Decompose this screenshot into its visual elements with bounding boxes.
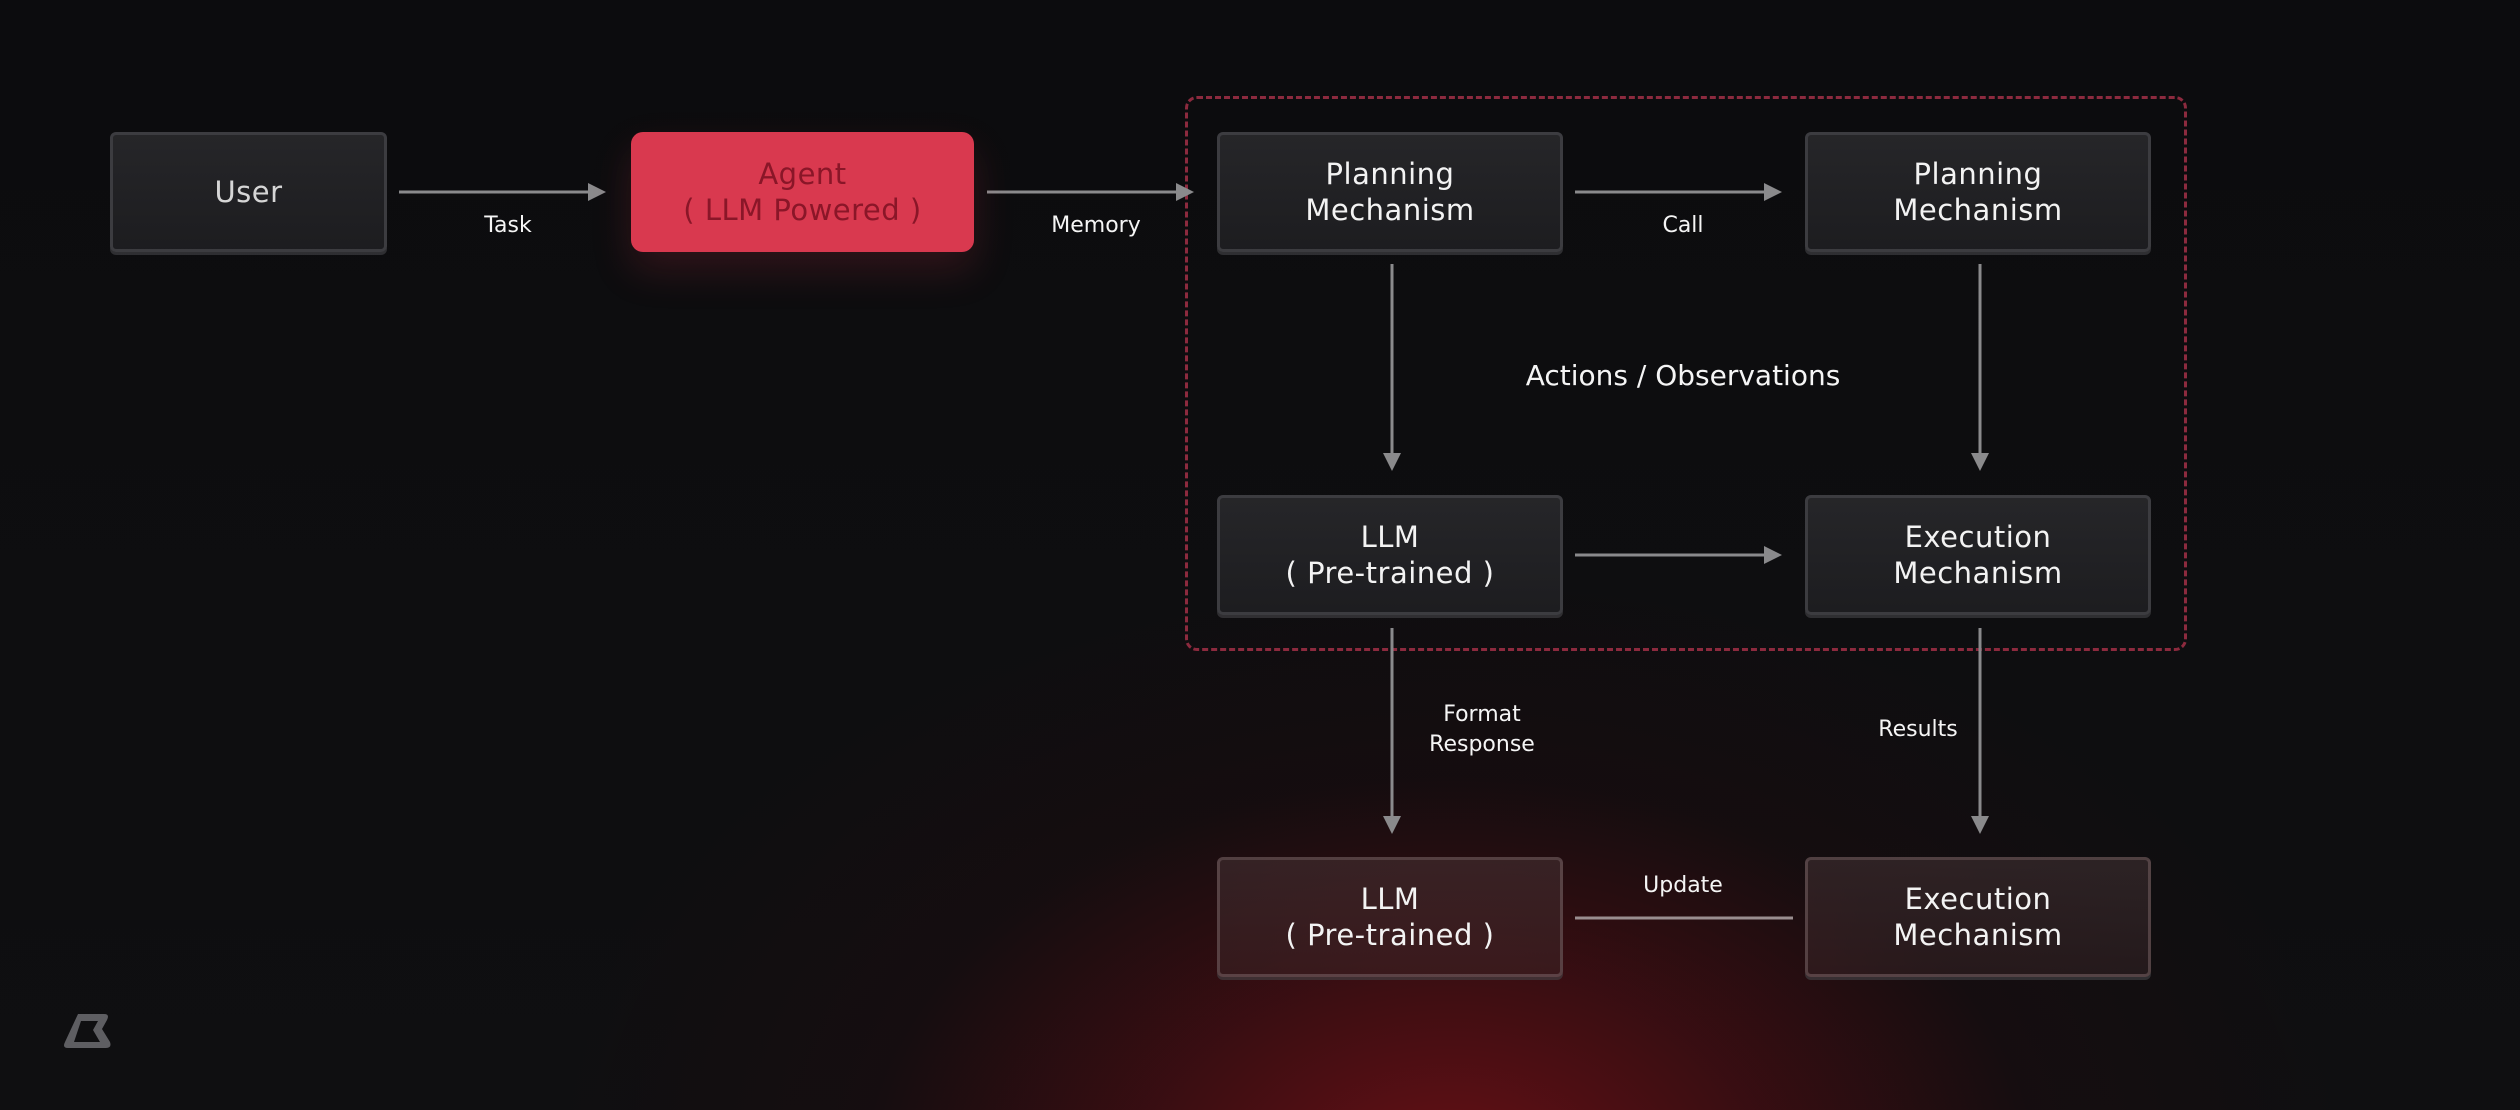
node-label-line-1: Execution bbox=[1904, 520, 2052, 554]
node-label-line-2: ( Pre-trained ) bbox=[1285, 918, 1495, 952]
node-label-line-2: Mechanism bbox=[1893, 918, 2063, 952]
edge-label-memory: Memory bbox=[1051, 213, 1141, 238]
edge-label-format-response: Format Response bbox=[1429, 700, 1535, 760]
edge-label-results: Results bbox=[1878, 717, 1958, 742]
node-agent-subtitle: ( LLM Powered ) bbox=[683, 193, 922, 227]
node-label-line-1: Planning bbox=[1913, 157, 2043, 191]
node-label-line-2: Mechanism bbox=[1893, 193, 2063, 227]
node-label-line-2: ( Pre-trained ) bbox=[1285, 556, 1495, 590]
agent-core-group-boundary bbox=[1185, 96, 2187, 651]
brand-logo-icon bbox=[64, 1014, 111, 1048]
edge-label-actions-observations: Actions / Observations bbox=[1525, 359, 1841, 392]
node-planning-mechanism-1[interactable]: Planning Mechanism bbox=[1217, 132, 1563, 252]
edge-label-line-1: Format bbox=[1443, 702, 1521, 727]
node-label-line-1: LLM bbox=[1360, 882, 1420, 916]
node-agent[interactable]: Agent ( LLM Powered ) bbox=[631, 132, 974, 252]
node-label-line-2: Mechanism bbox=[1305, 193, 1475, 227]
edge-label-task: Task bbox=[484, 213, 532, 238]
node-llm-pretrained-2[interactable]: LLM ( Pre-trained ) bbox=[1217, 857, 1563, 977]
node-execution-mechanism-1[interactable]: Execution Mechanism bbox=[1805, 495, 2151, 615]
node-label-line-1: Execution bbox=[1904, 882, 2052, 916]
node-label-line-1: LLM bbox=[1360, 520, 1420, 554]
edge-label-call: Call bbox=[1662, 213, 1704, 238]
node-llm-pretrained-1[interactable]: LLM ( Pre-trained ) bbox=[1217, 495, 1563, 615]
node-label-line-2: Mechanism bbox=[1893, 556, 2063, 590]
edge-label-line-2: Response bbox=[1429, 732, 1535, 757]
node-user-label: User bbox=[214, 175, 283, 209]
node-execution-mechanism-2[interactable]: Execution Mechanism bbox=[1805, 857, 2151, 977]
node-user[interactable]: User bbox=[110, 132, 387, 252]
edge-label-update: Update bbox=[1643, 873, 1723, 898]
node-planning-mechanism-2[interactable]: Planning Mechanism bbox=[1805, 132, 2151, 252]
node-label-line-1: Planning bbox=[1325, 157, 1455, 191]
node-agent-title: Agent bbox=[758, 157, 847, 191]
